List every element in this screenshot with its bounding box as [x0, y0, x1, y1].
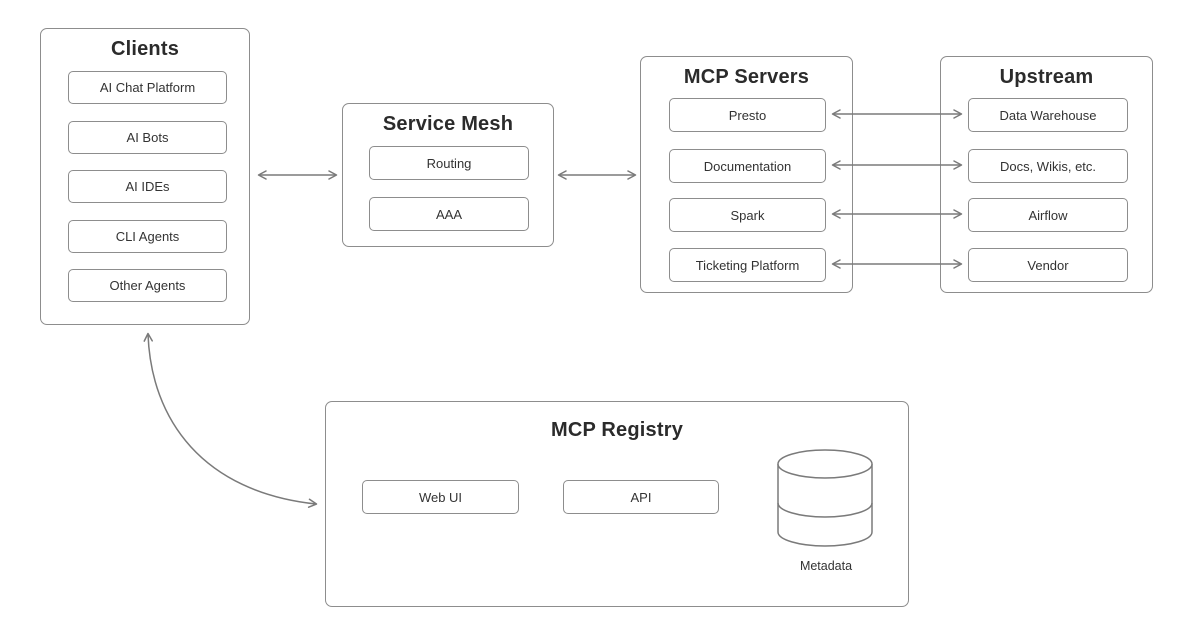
node-api: API	[563, 480, 719, 514]
node-vendor: Vendor	[968, 248, 1128, 282]
node-ai-chat-platform: AI Chat Platform	[68, 71, 227, 104]
group-service-mesh: Service Mesh Routing AAA	[342, 103, 554, 247]
group-upstream: Upstream Data Warehouse Docs, Wikis, etc…	[940, 56, 1153, 293]
node-routing: Routing	[369, 146, 529, 180]
group-upstream-title: Upstream	[999, 66, 1094, 88]
node-other-agents: Other Agents	[68, 269, 227, 302]
node-web-ui: Web UI	[362, 480, 519, 514]
node-ai-ides: AI IDEs	[68, 170, 227, 203]
group-clients: Clients AI Chat Platform AI Bots AI IDEs…	[40, 28, 250, 325]
node-docs-wikis: Docs, Wikis, etc.	[968, 149, 1128, 183]
node-aaa: AAA	[369, 197, 529, 231]
group-clients-title: Clients	[110, 38, 180, 60]
node-airflow: Airflow	[968, 198, 1128, 232]
node-ai-bots: AI Bots	[68, 121, 227, 154]
group-mcp-servers: MCP Servers Presto Documentation Spark T…	[640, 56, 853, 293]
metadata-label: Metadata	[799, 559, 853, 573]
group-mcp-servers-title: MCP Servers	[683, 66, 810, 88]
node-data-warehouse: Data Warehouse	[968, 98, 1128, 132]
group-mcp-registry: MCP Registry Web UI API Metadata	[325, 401, 909, 607]
node-documentation: Documentation	[669, 149, 826, 183]
group-mcp-registry-title: MCP Registry	[550, 419, 684, 441]
arrow-registry-clients	[143, 332, 318, 508]
group-service-mesh-title: Service Mesh	[382, 113, 514, 135]
node-presto: Presto	[669, 98, 826, 132]
node-cli-agents: CLI Agents	[68, 220, 227, 253]
node-spark: Spark	[669, 198, 826, 232]
node-ticketing-platform: Ticketing Platform	[669, 248, 826, 282]
